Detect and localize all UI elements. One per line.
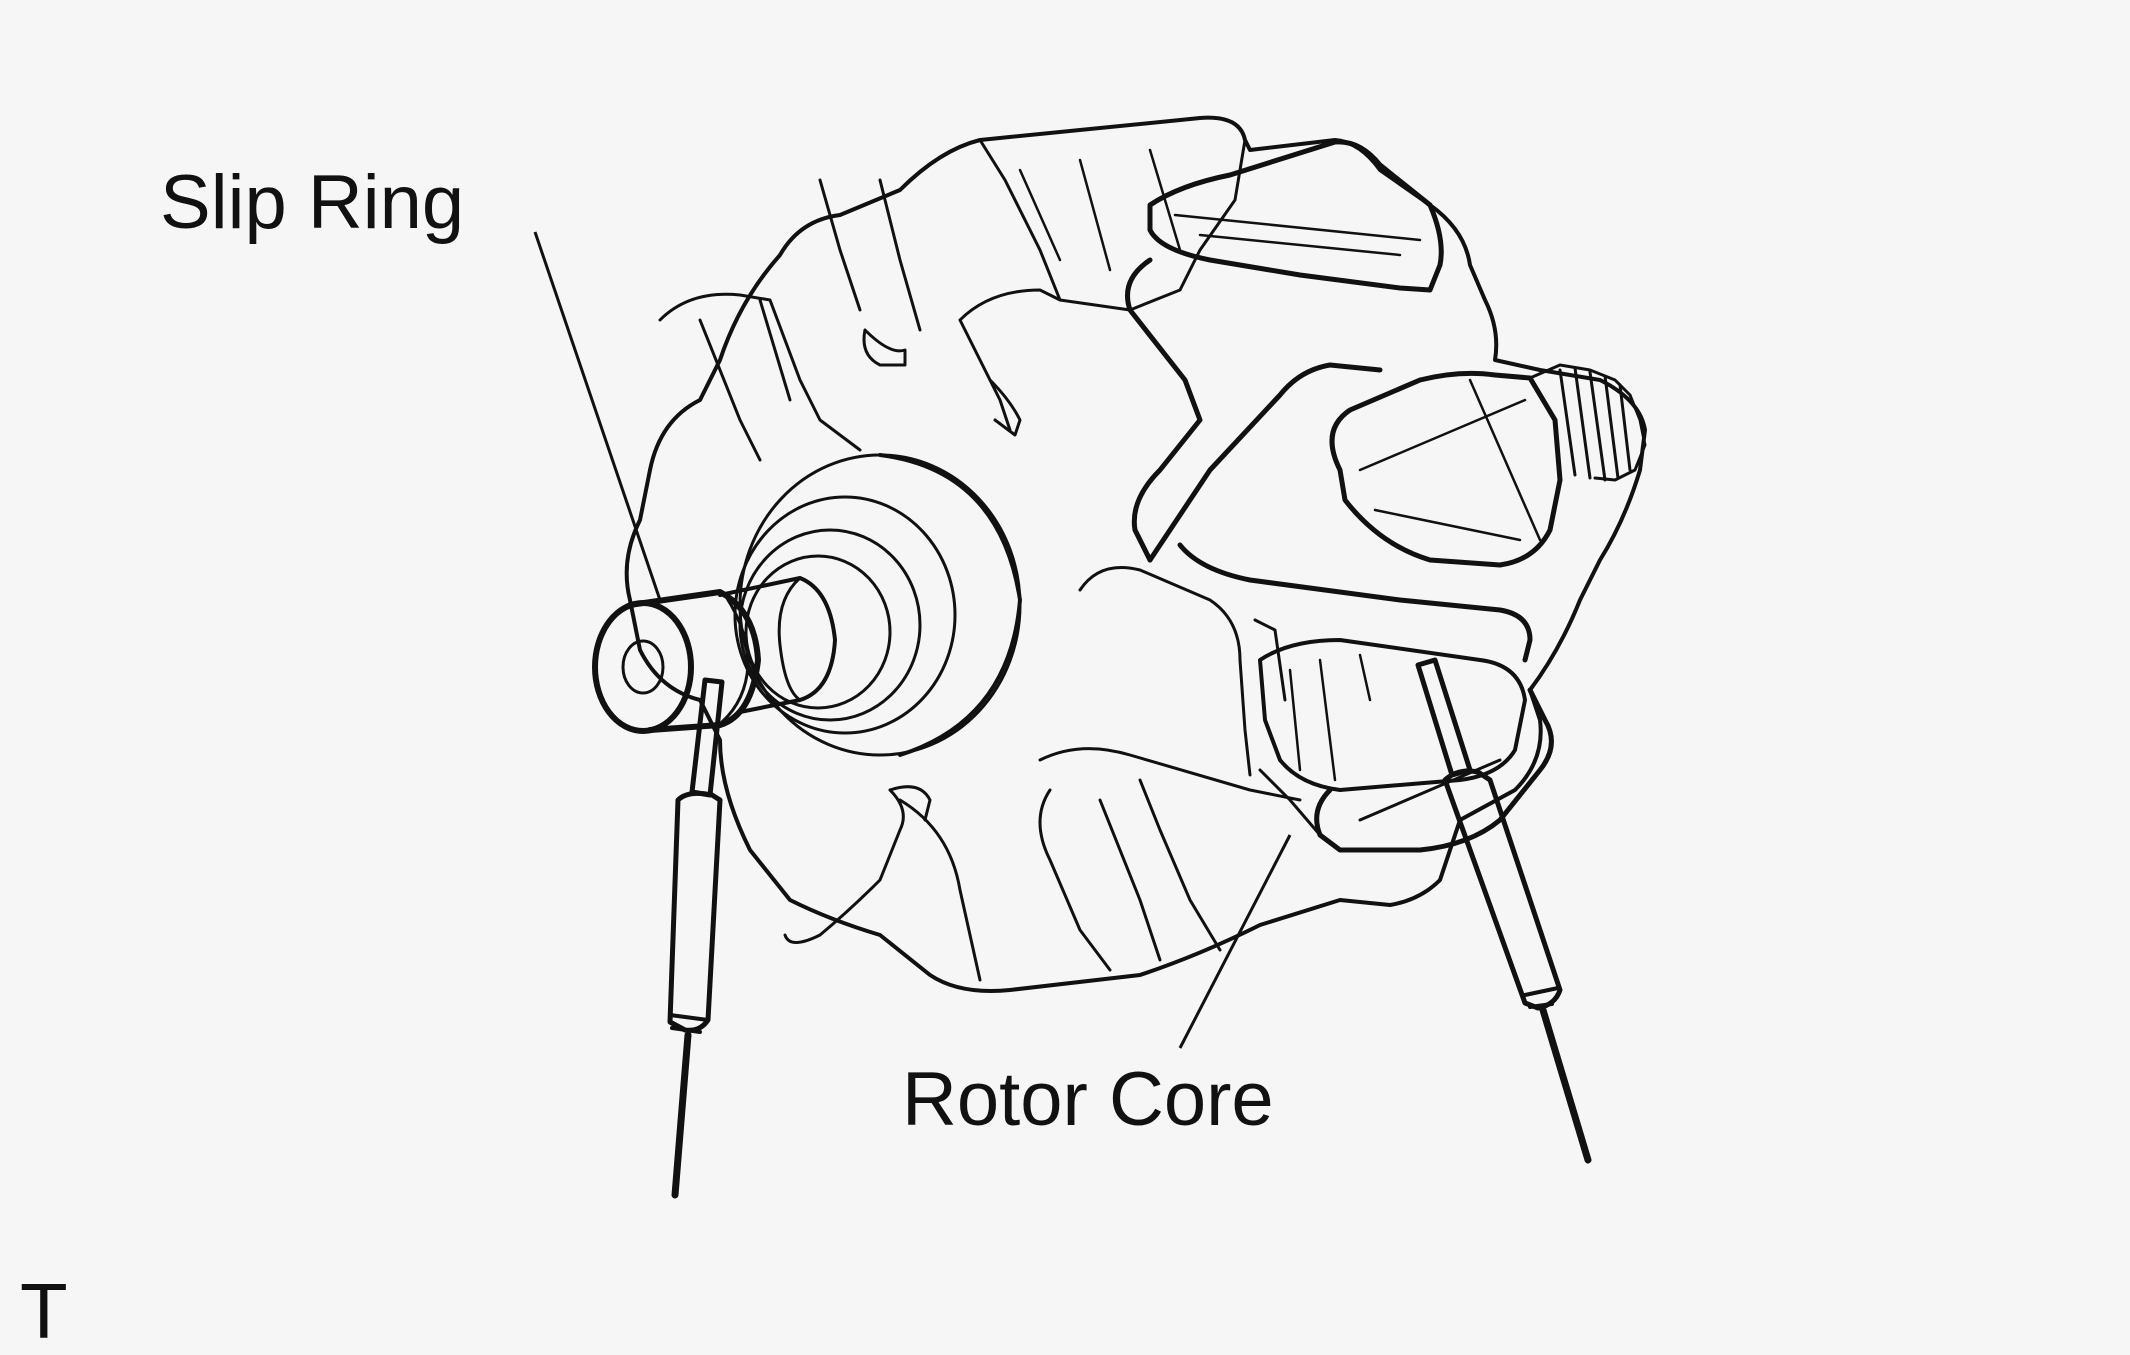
pole-lower-right xyxy=(1258,638,1527,792)
pole-lower-right-inner xyxy=(1288,653,1372,782)
slip-ring-label: Slip Ring xyxy=(160,160,464,245)
rotor-core-leader xyxy=(1178,834,1292,1049)
slip-ring-hole xyxy=(621,639,665,695)
bearing-outer-bold xyxy=(878,453,1022,757)
slip-ring-body xyxy=(627,589,761,733)
pole-bottom-3 xyxy=(783,788,982,982)
pole-upper-center xyxy=(818,178,1062,432)
probe-left-cap xyxy=(668,1013,710,1034)
pole-center xyxy=(1078,566,1287,777)
pole-middle-right-2 xyxy=(1125,257,1203,563)
rotor-illustration xyxy=(592,115,1647,993)
pole-middle-right xyxy=(1147,362,1533,663)
pole-upper-hook xyxy=(988,378,1022,437)
slip-ring-leader xyxy=(533,231,662,601)
pole-bottom-hook xyxy=(888,785,932,822)
probe-right xyxy=(1415,657,1592,1164)
probe-right-cap xyxy=(1523,986,1560,1009)
corner-mark: T xyxy=(20,1267,68,1355)
probe-left xyxy=(667,677,725,1199)
rotor-core-label: Rotor Core xyxy=(902,1057,1274,1142)
pole-top-right-inner xyxy=(1173,213,1422,257)
pole-right-upper xyxy=(1329,370,1563,568)
pole-right-upper-inner xyxy=(1358,378,1542,542)
shaft xyxy=(718,576,837,714)
pole-left-hook xyxy=(862,328,907,367)
slip-ring-face xyxy=(592,600,694,734)
probe-left-wire xyxy=(671,1031,692,1199)
bearing-ring-3 xyxy=(744,554,892,710)
pole-bottom-2 xyxy=(1038,788,1162,972)
slip-ring-edge xyxy=(720,593,750,724)
shaft-thread xyxy=(1528,363,1647,482)
slip-ring xyxy=(592,589,761,734)
pole-top-1-detail xyxy=(1018,148,1182,272)
probe-right-wire xyxy=(1539,1006,1592,1164)
pole-bottom-1 xyxy=(1038,747,1302,952)
pole-left-upper xyxy=(658,292,862,462)
pole-top-right xyxy=(1147,139,1444,293)
